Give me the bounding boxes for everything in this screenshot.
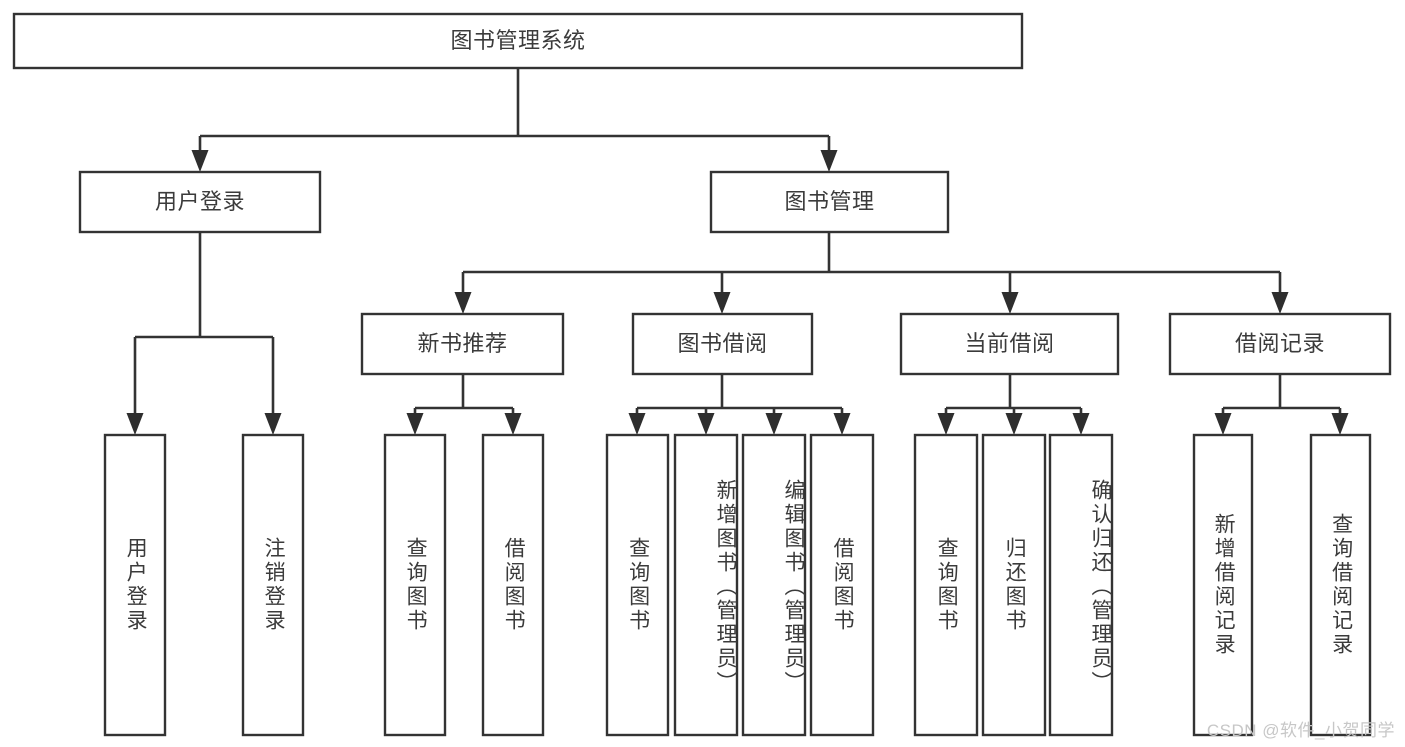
arrow-head-icon bbox=[833, 413, 851, 435]
arrow-head-icon bbox=[264, 413, 282, 435]
node-boxes-group bbox=[12, 12, 1392, 737]
arrow-head-icon bbox=[628, 413, 646, 435]
arrow-head-icon bbox=[937, 413, 955, 435]
arrow-head-icon bbox=[504, 413, 522, 435]
node-box-leaf-query-book-borrow[interactable] bbox=[605, 433, 670, 737]
arrow-head-icon bbox=[713, 292, 731, 314]
connector-current-borrow-to-leaves bbox=[937, 374, 1090, 435]
node-box-leaf-query-book-new[interactable] bbox=[383, 433, 447, 737]
arrow-head-icon bbox=[454, 292, 472, 314]
node-box-leaf-add-borrow-record[interactable] bbox=[1192, 433, 1254, 737]
node-box-leaf-confirm-return-admin[interactable] bbox=[1048, 433, 1114, 737]
connector-root-to-level2 bbox=[191, 68, 838, 172]
arrow-head-icon bbox=[820, 150, 838, 172]
node-box-new-book-recommend[interactable] bbox=[360, 312, 565, 376]
connector-borrow-record-to-leaves bbox=[1214, 374, 1349, 435]
connectors-group bbox=[126, 68, 1349, 435]
arrow-head-icon bbox=[1001, 292, 1019, 314]
node-box-leaf-return-book[interactable] bbox=[981, 433, 1047, 737]
node-box-borrow-record[interactable] bbox=[1168, 312, 1392, 376]
arrow-head-icon bbox=[1005, 413, 1023, 435]
arrow-head-icon bbox=[765, 413, 783, 435]
node-box-leaf-user-logout[interactable] bbox=[241, 433, 305, 737]
arrow-head-icon bbox=[126, 413, 144, 435]
connector-book-management-to-level3 bbox=[454, 232, 1289, 314]
node-box-leaf-borrow-book-new[interactable] bbox=[481, 433, 545, 737]
arrow-head-icon bbox=[1331, 413, 1349, 435]
arrow-head-icon bbox=[1072, 413, 1090, 435]
node-box-user-login[interactable] bbox=[78, 170, 322, 234]
node-box-root[interactable] bbox=[12, 12, 1024, 70]
node-box-current-borrow[interactable] bbox=[899, 312, 1120, 376]
node-box-leaf-user-login[interactable] bbox=[103, 433, 167, 737]
connector-user-login-to-leaves bbox=[126, 232, 282, 435]
node-box-leaf-edit-book-admin[interactable] bbox=[741, 433, 807, 737]
node-box-leaf-borrow-book[interactable] bbox=[809, 433, 875, 737]
connector-new-book-to-leaves bbox=[406, 374, 522, 435]
node-box-leaf-query-book-current[interactable] bbox=[913, 433, 979, 737]
arrow-head-icon bbox=[697, 413, 715, 435]
connector-book-borrow-to-leaves bbox=[628, 374, 851, 435]
watermark-text: CSDN @软件_小贺同学 bbox=[1206, 721, 1395, 740]
arrow-head-icon bbox=[1214, 413, 1232, 435]
node-box-book-management[interactable] bbox=[709, 170, 950, 234]
node-box-leaf-add-book-admin[interactable] bbox=[673, 433, 739, 737]
arrow-head-icon bbox=[1271, 292, 1289, 314]
node-box-book-borrow[interactable] bbox=[631, 312, 814, 376]
node-box-leaf-query-borrow-record[interactable] bbox=[1309, 433, 1372, 737]
arrow-head-icon bbox=[406, 413, 424, 435]
arrow-head-icon bbox=[191, 150, 209, 172]
